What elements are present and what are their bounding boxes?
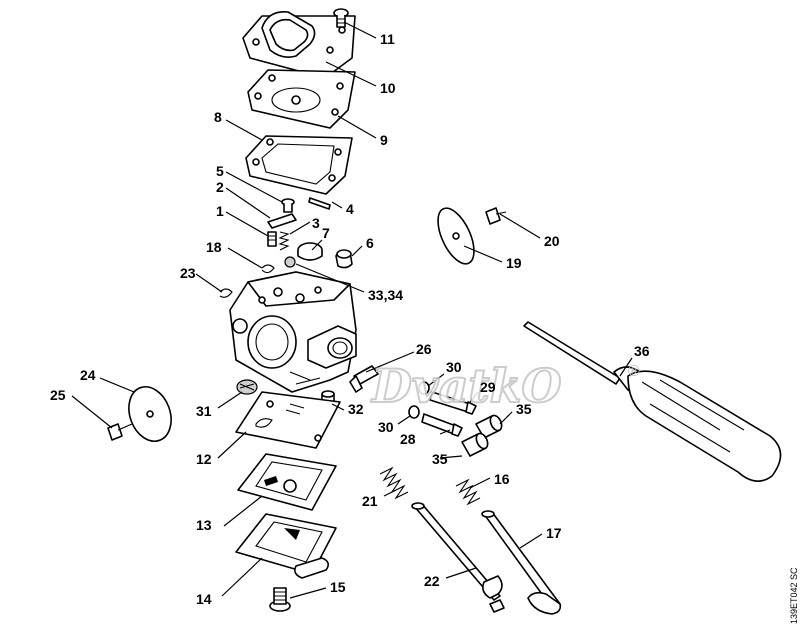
part-1-needle <box>267 231 277 247</box>
part-25-screw <box>107 423 133 441</box>
callout-10: 10 <box>380 80 396 96</box>
part-23-clip <box>219 288 233 298</box>
part-11-screw <box>333 8 349 28</box>
callout-21: 21 <box>362 493 378 509</box>
part-36-screwdriver <box>523 321 782 482</box>
callout-12: 12 <box>196 451 212 467</box>
callout-4: 4 <box>346 201 354 217</box>
part-30-oring-upper <box>418 381 430 395</box>
callout-18: 18 <box>206 239 222 255</box>
callout-1: 1 <box>216 203 224 219</box>
part-9-diaphragm <box>247 69 356 129</box>
callout-3: 3 <box>312 215 320 231</box>
part-30-oring-lower <box>408 405 420 419</box>
callout-17: 17 <box>546 525 562 541</box>
callout-7: 7 <box>322 225 330 241</box>
callout-6: 6 <box>366 235 374 251</box>
part-8-gasket <box>245 135 353 195</box>
watermark-text: DvatkO <box>370 359 562 413</box>
part-17-shaft <box>481 510 562 615</box>
watermark-registered-mark: ® <box>628 363 640 380</box>
part-24-cover <box>128 386 172 442</box>
callout-22: 22 <box>424 573 440 589</box>
callout-20: 20 <box>544 233 560 249</box>
callout-24: 24 <box>80 367 96 383</box>
callout-13: 13 <box>196 517 212 533</box>
part-19-cover <box>437 207 475 265</box>
callout-30-lower: 30 <box>378 419 394 435</box>
callout-5: 5 <box>216 163 224 179</box>
part-26-jet <box>349 365 379 393</box>
part-2-lever <box>267 213 297 229</box>
part-33-34-screen <box>284 256 296 268</box>
callout-15: 15 <box>330 579 346 595</box>
callout-32: 32 <box>348 401 364 417</box>
callout-28: 28 <box>400 431 416 447</box>
callout-36: 36 <box>634 343 650 359</box>
callout-9: 9 <box>380 132 388 148</box>
carburetor-body <box>229 271 357 393</box>
part-10-cover <box>242 11 356 79</box>
part-18-clip <box>261 264 275 274</box>
part-35-spring-upper <box>475 414 503 439</box>
callout-19: 19 <box>506 255 522 271</box>
part-22-shaft <box>411 502 505 613</box>
callout-30-upper: 30 <box>446 359 462 375</box>
part-5-screw <box>281 198 295 213</box>
callout-31: 31 <box>196 403 212 419</box>
callout-25: 25 <box>50 387 66 403</box>
part-21-spring <box>379 466 409 500</box>
callout-14: 14 <box>196 591 212 607</box>
callout-26: 26 <box>416 341 432 357</box>
watermark: DvatkO ® <box>369 358 640 414</box>
callout-23: 23 <box>180 265 196 281</box>
callout-35-lower: 35 <box>432 451 448 467</box>
part-3-spring <box>278 231 290 251</box>
callout-11: 11 <box>380 31 395 47</box>
part-29-screw <box>429 391 477 415</box>
drawing-code: 139ET042 SC <box>789 567 799 624</box>
callout-labels: 11 10 9 8 5 2 4 1 3 7 6 18 23 33,34 20 1… <box>50 31 650 607</box>
part-16-spring <box>455 478 481 506</box>
callout-35-upper: 35 <box>516 401 532 417</box>
part-28-screw <box>421 413 463 437</box>
part-7-plug <box>297 242 323 261</box>
callout-16: 16 <box>494 471 510 487</box>
part-15-screw <box>269 587 291 612</box>
callout-29: 29 <box>480 379 496 395</box>
part-12-gasket <box>235 391 341 449</box>
callout-2: 2 <box>216 179 224 195</box>
leader-lines <box>71 21 633 599</box>
part-13-diaphragm <box>237 453 337 511</box>
part-31-screen <box>236 379 258 395</box>
part-35-spring-lower <box>461 432 489 457</box>
part-20-screw <box>485 207 507 225</box>
part-4-pin <box>308 197 331 210</box>
callout-8: 8 <box>214 109 222 125</box>
callout-33-34: 33,34 <box>368 287 403 303</box>
part-6-cap <box>335 249 353 269</box>
